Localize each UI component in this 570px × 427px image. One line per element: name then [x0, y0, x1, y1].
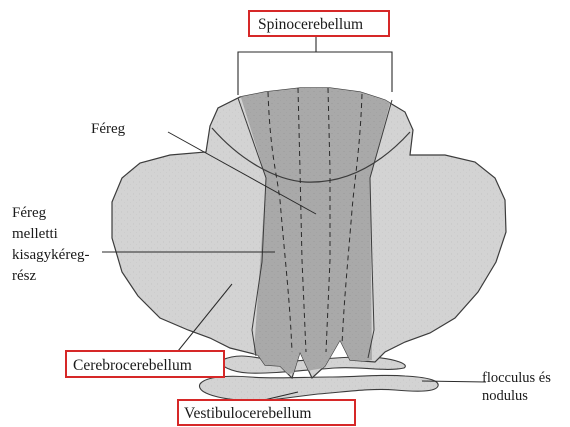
spinocerebellum-bracket: [238, 36, 392, 95]
label-fereg-melletti-4: rész: [12, 268, 36, 284]
label-spinocerebellum: Spinocerebellum: [258, 16, 363, 33]
label-fereg-melletti-2: melletti: [12, 226, 58, 242]
label-fereg-melletti-1: Féreg: [12, 205, 47, 221]
label-cerebrocerebellum: Cerebrocerebellum: [73, 357, 192, 374]
label-flocculus-2: nodulus: [482, 388, 528, 404]
label-fereg: Féreg: [91, 121, 126, 137]
label-fereg-melletti-3: kisagykéreg-: [12, 247, 89, 263]
flocculus-strip: [199, 375, 438, 401]
label-vestibulocerebellum: Vestibulocerebellum: [184, 405, 311, 422]
label-flocculus-1: flocculus és: [482, 370, 551, 386]
